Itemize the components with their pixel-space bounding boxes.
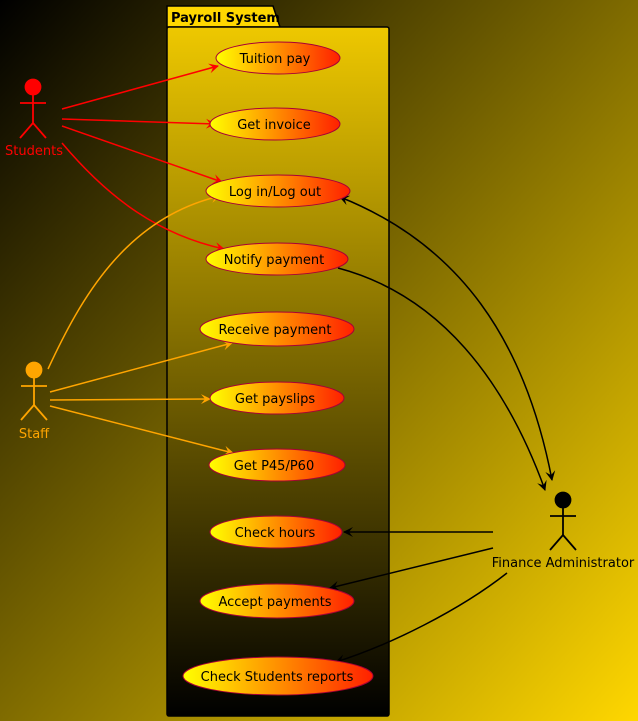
link-staff-p45 xyxy=(49,405,234,456)
actor-finance-administrator: Finance Administrator xyxy=(492,491,635,571)
link-admin-reports xyxy=(335,572,508,665)
use-case-get-p45-p60: Get P45/P60 xyxy=(208,448,346,482)
use-case-label: Check hours xyxy=(235,526,316,541)
actor-staff: Staff xyxy=(19,361,50,442)
link-students-login xyxy=(61,125,223,184)
use-case-label: Notify payment xyxy=(224,253,324,268)
use-case-receive-payment: Receive payment xyxy=(199,311,355,347)
use-case-label: Get payslips xyxy=(235,392,315,407)
use-case-get-payslips: Get payslips xyxy=(209,381,345,415)
use-case-label: Get P45/P60 xyxy=(234,459,314,474)
use-case-label: Get invoice xyxy=(237,118,311,133)
actor-admin-label: Finance Administrator xyxy=(492,556,635,571)
use-case-get-invoice: Get invoice xyxy=(209,107,341,141)
connectors xyxy=(47,63,556,665)
use-case-label: Log in/Log out xyxy=(229,185,321,200)
link-staff-payslips xyxy=(49,394,211,405)
actor-staff-label: Staff xyxy=(19,427,50,442)
actor-students-label: Students xyxy=(5,144,63,159)
link-students-notify xyxy=(61,142,225,252)
actor-head xyxy=(554,491,572,509)
use-case-label: Accept payments xyxy=(218,595,331,610)
link-students-tuition xyxy=(61,63,219,110)
use-case-accept-payments: Accept payments xyxy=(199,583,355,619)
link-notify-admin xyxy=(337,267,547,491)
actor-head xyxy=(25,361,43,379)
link-staff-receive xyxy=(49,340,233,393)
use-case-notify-payment: Notify payment xyxy=(205,242,349,276)
use-case-label: Check Students reports xyxy=(201,670,354,685)
link-admin-login xyxy=(339,195,556,481)
link-staff-login xyxy=(47,193,221,370)
use-case-label: Tuition pay xyxy=(239,52,311,67)
link-students-invoice xyxy=(61,118,216,129)
use-case-check-students-reports: Check Students reports xyxy=(182,656,374,696)
actor-students: Students xyxy=(5,78,63,159)
use-case-tuition-pay: Tuition pay xyxy=(215,41,341,75)
actor-head xyxy=(24,78,42,96)
package-title: Payroll System xyxy=(171,11,280,26)
use-case-check-hours: Check hours xyxy=(209,515,343,549)
use-case-label: Receive payment xyxy=(219,323,332,338)
use-case-login-logout: Log in/Log out xyxy=(205,174,351,208)
link-admin-accept xyxy=(329,547,494,591)
